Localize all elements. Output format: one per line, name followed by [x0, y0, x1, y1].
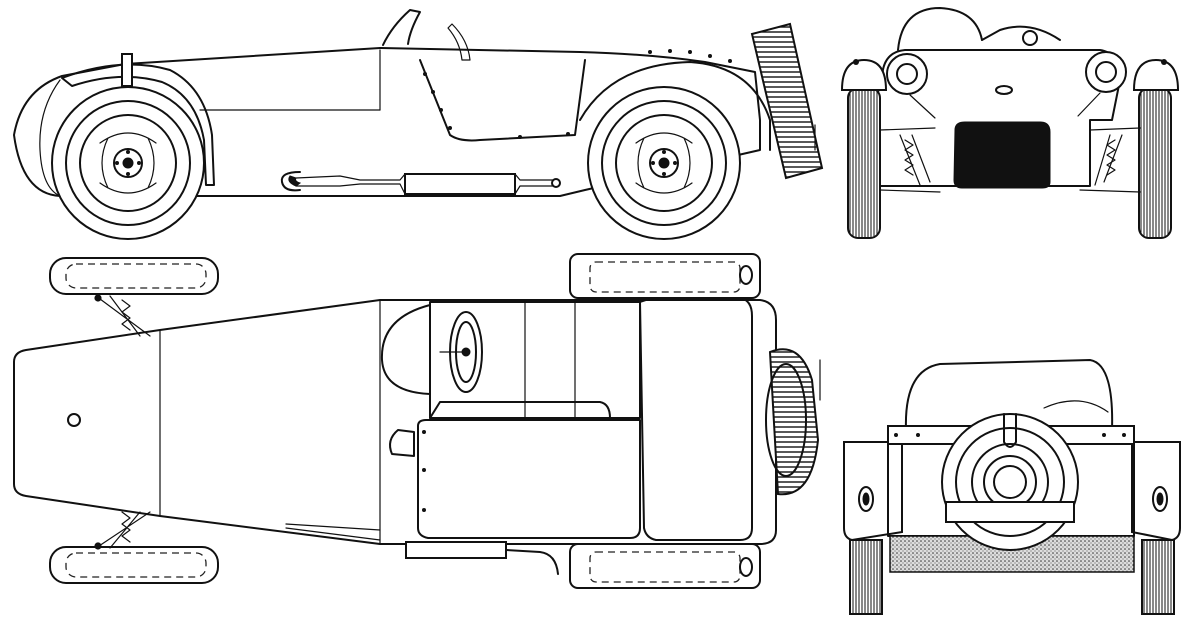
spare-wheel-rear [941, 413, 1079, 551]
headlamp-left [886, 53, 936, 119]
front-suspension [879, 127, 1141, 193]
spare-wheel-clamp [1003, 413, 1017, 448]
rear-wing [579, 61, 771, 151]
front-wheel-right [1138, 87, 1172, 239]
front-suspension-mount [121, 53, 133, 87]
steering-wheel-rear [1043, 400, 1109, 413]
scuttle-hump [380, 304, 431, 395]
silencer-box [404, 173, 516, 195]
aero-screen [382, 9, 421, 46]
cockpit-rim [981, 25, 1061, 41]
plan-view [13, 253, 821, 589]
rear-wing-left-elev [843, 441, 903, 542]
front-wing-plan-right [49, 546, 219, 584]
windscreen-frame [897, 7, 983, 51]
body-side-panel [13, 47, 761, 197]
front-wing-right [1132, 58, 1180, 91]
steering-wheel [439, 311, 483, 393]
spare-wheel-plan [765, 348, 821, 496]
rear-wheel-right [1141, 539, 1175, 615]
front-cycle-wing [61, 63, 215, 186]
exhaust-plan [285, 523, 559, 575]
radiator-grille [953, 121, 1051, 189]
nose-cone-seam [39, 79, 61, 197]
filler-cap [67, 413, 81, 427]
tonneau-cover [639, 297, 753, 541]
mirror [1022, 30, 1038, 46]
cockpit-opening [429, 301, 641, 419]
front-wing-left [840, 58, 888, 91]
side-elevation-view [13, 9, 824, 240]
exhaust-system [280, 171, 561, 195]
panel-rivets [423, 49, 732, 139]
spare-wheel-strap [945, 501, 1075, 523]
badge [995, 85, 1013, 95]
rear-wheel [587, 86, 741, 240]
side-screen [389, 429, 415, 457]
rear-elevation-view [843, 359, 1181, 615]
spare-tyre-side [750, 22, 824, 180]
front-wing-plan-left [49, 257, 219, 295]
front-suspension-plan [94, 294, 151, 550]
body-plan-outline [13, 299, 777, 545]
boot-panel [417, 419, 641, 539]
front-elevation-view [840, 7, 1180, 239]
cockpit-side-panel [419, 59, 586, 142]
front-wheel-left [847, 87, 881, 239]
seat-cushion [429, 401, 611, 419]
front-wheel [51, 86, 205, 240]
rear-screen-frame [904, 359, 1114, 431]
rear-wheel-left [849, 539, 883, 615]
headlamp-right [1077, 51, 1127, 117]
seat-back [447, 23, 471, 61]
